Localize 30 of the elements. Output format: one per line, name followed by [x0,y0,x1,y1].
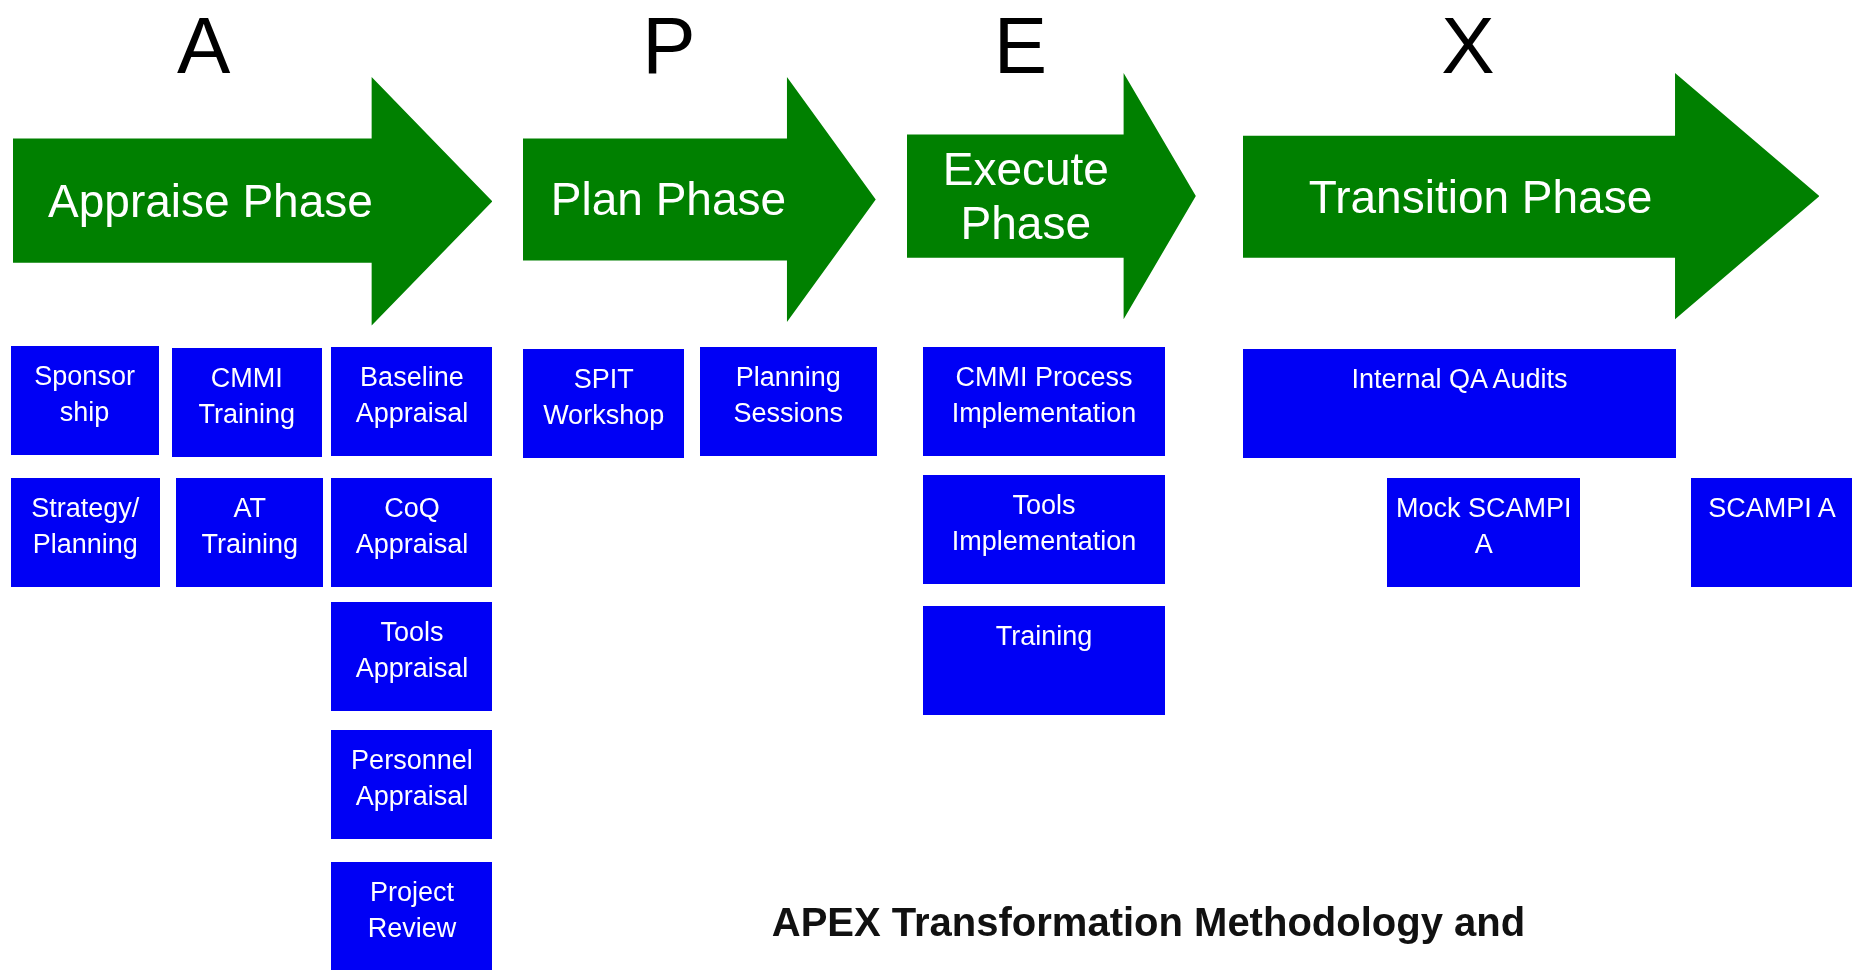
activity-card: SPIT Workshop [523,349,685,459]
phase-letter: E [993,6,1048,86]
activity-card: Baseline Appraisal [331,346,493,456]
activity-card: Internal QA Audits [1242,349,1677,459]
phase-label: Execute Phase [941,142,1110,251]
activity-card: Project Review [331,861,493,970]
phase-label: Transition Phase [1308,170,1653,225]
activity-card: CMMI Process Implementation [923,346,1165,456]
activity-card: Tools Appraisal [331,602,493,712]
activity-card: Tools Implementation [923,474,1165,584]
activity-card: CMMI Training [171,348,322,457]
activity-card: Sponsor ship [10,345,159,455]
activity-card: Training [923,606,1165,715]
activity-card: Strategy/ Planning [10,478,160,588]
phase-label: Plan Phase [550,172,787,227]
activity-card: Personnel Appraisal [331,730,493,840]
phase-letter: A [177,6,231,86]
phase-banner [523,76,876,322]
phase-letter: X [1441,6,1495,86]
activity-card: Mock SCAMPI A [1387,478,1581,588]
phase-letter: P [642,6,696,86]
phase-banner [1242,73,1820,320]
phase-banner [13,76,493,326]
activity-card: Planning Sessions [699,346,878,456]
phase-banner [906,73,1196,320]
activity-card: AT Training [176,478,324,588]
phase-label: Appraise Phase [48,173,373,228]
activity-card: SCAMPI A [1691,478,1853,588]
caption: APEX Transformation Methodology and [771,900,1526,945]
activity-card: CoQ Appraisal [331,478,493,588]
